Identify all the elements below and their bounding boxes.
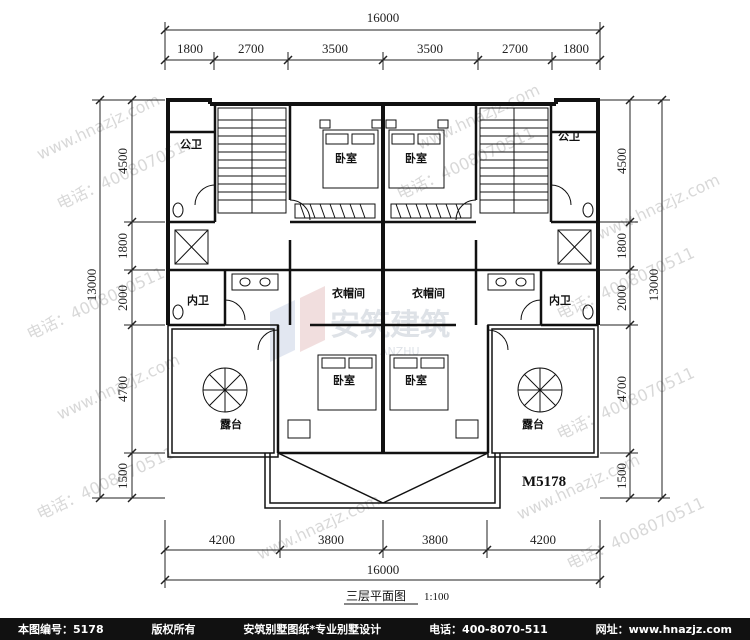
exterior-walls — [166, 98, 600, 453]
logo-subtext: ANZHU — [380, 345, 420, 358]
bed-upper-left — [319, 119, 383, 189]
left-dimension-lines — [92, 95, 165, 503]
footer-phone: 电话：400-8070-511 — [429, 623, 548, 636]
footer-drawing-code: 本图编号：5178 — [18, 623, 104, 636]
bottom-dimension: 3800 — [318, 532, 344, 547]
room-label-bedroom: 卧室 — [333, 373, 355, 387]
top-dimension: 2700 — [502, 41, 528, 56]
right-dimension: 4700 — [614, 376, 629, 402]
top-dimension: 3500 — [322, 41, 348, 56]
left-dimension: 4700 — [115, 376, 130, 402]
floor-plan-drawing: www.hnazjz.com 电话：4008070511 www.hnazjz.… — [24, 10, 723, 605]
room-label-terrace-left: 露台 — [220, 417, 242, 431]
right-dimension-lines — [600, 95, 670, 503]
sink-right — [487, 273, 535, 291]
watermark-phone: 电话：4008070511 — [554, 363, 698, 444]
top-dimension: 1800 — [563, 41, 589, 56]
drawing-scale: 1:100 — [424, 591, 450, 603]
right-dimension: 1500 — [614, 463, 629, 489]
room-label-bedroom: 卧室 — [405, 151, 427, 165]
staircase-right — [479, 107, 549, 214]
plan-code: M5178 — [522, 474, 566, 490]
room-label-inner-bath-right: 内卫 — [549, 293, 571, 307]
door-swings — [194, 184, 572, 351]
top-dimension: 2700 — [238, 41, 264, 56]
bottom-dimension-lines — [160, 520, 605, 588]
elevator-left — [174, 229, 209, 265]
bed-lower-left — [317, 354, 377, 411]
left-dimension: 4500 — [115, 148, 130, 174]
terrace-outline — [167, 324, 599, 509]
watermark-url: www.hnazjz.com — [254, 490, 383, 564]
watermark-phone: 电话：4008070511 — [564, 493, 708, 574]
watermark-phone: 电话：4008070511 — [34, 443, 178, 524]
left-dimension: 2000 — [115, 285, 130, 311]
top-dimension: 1800 — [177, 41, 203, 56]
footer-bar: 本图编号：5178 版权所有 安筑别墅图纸*专业别墅设计 电话：400-8070… — [0, 618, 750, 640]
top-dimension: 3500 — [417, 41, 443, 56]
top-total-dimension: 16000 — [367, 10, 400, 25]
elevator-right — [557, 229, 592, 265]
wardrobe — [294, 203, 472, 219]
footer-copyright: 版权所有 — [151, 623, 196, 636]
room-label-walk-in-closet-left: 衣帽间 — [332, 286, 365, 300]
desk-chair — [287, 419, 479, 439]
bottom-dimension: 4200 — [209, 532, 235, 547]
room-label-public-bath-left: 公卫 — [180, 138, 202, 151]
right-dimension: 4500 — [614, 148, 629, 174]
top-dimension-lines — [160, 22, 605, 70]
room-label-inner-bath-left: 内卫 — [187, 293, 209, 307]
bottom-dimension: 4200 — [530, 532, 556, 547]
right-dimension: 1800 — [614, 233, 629, 259]
bottom-dimension: 3800 — [422, 532, 448, 547]
bed-lower-right — [389, 354, 449, 411]
staircase-left — [217, 107, 287, 214]
room-label-walk-in-closet-right: 衣帽间 — [412, 286, 445, 300]
sink-left — [231, 273, 279, 291]
watermark-url: www.hnazjz.com — [594, 170, 723, 244]
left-total-dimension: 13000 — [84, 269, 99, 302]
left-dimension: 1800 — [115, 233, 130, 259]
right-dimension: 2000 — [614, 285, 629, 311]
room-label-bedroom: 卧室 — [405, 373, 427, 387]
bed-upper-right — [385, 119, 449, 189]
patio-umbrella-right — [517, 367, 563, 413]
room-label-public-bath-right: 公卫 — [558, 130, 580, 143]
room-label-terrace-right: 露台 — [522, 417, 544, 431]
patio-umbrella-left — [202, 367, 248, 413]
footer-website[interactable]: 网址：www.hnazjz.com — [595, 623, 732, 636]
left-dimension: 1500 — [115, 463, 130, 489]
right-total-dimension: 13000 — [646, 269, 661, 302]
bottom-total-dimension: 16000 — [367, 562, 400, 577]
toilet-icon — [172, 202, 594, 320]
footer-slogan: 安筑别墅图纸*专业别墅设计 — [243, 623, 382, 636]
drawing-title: 三层平面图 — [346, 589, 406, 603]
room-label-bedroom: 卧室 — [335, 151, 357, 165]
